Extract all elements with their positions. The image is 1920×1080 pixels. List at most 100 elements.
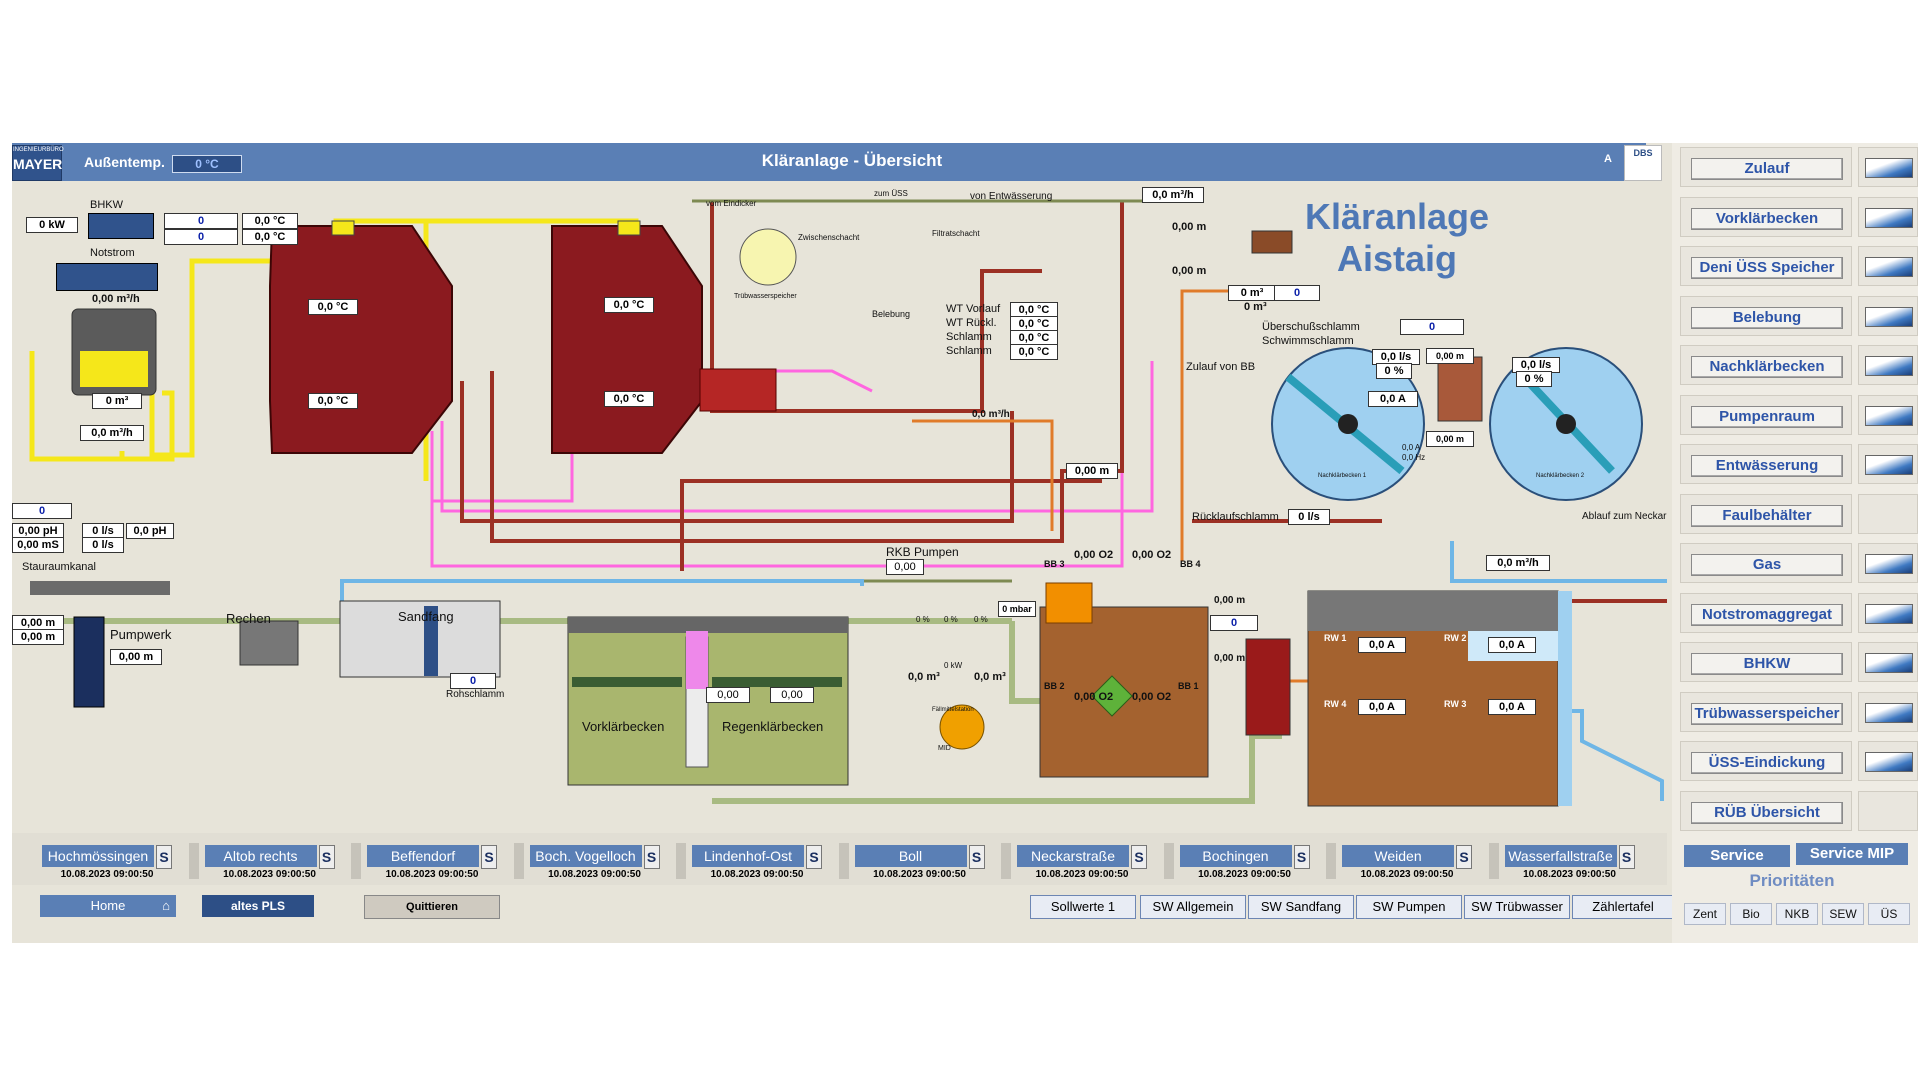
nav-button-1[interactable]: Vorklärbecken — [1680, 196, 1852, 237]
label-sandfang: Sandfang — [398, 609, 454, 624]
mode-indicator: A — [1604, 153, 1612, 165]
nav-trend-icon-10[interactable] — [1858, 642, 1918, 682]
priority-button-1[interactable]: Bio — [1730, 903, 1772, 925]
station-status-button[interactable]: S — [1618, 845, 1635, 869]
setpoint-button-2[interactable]: SW Sandfang — [1248, 895, 1354, 919]
zulauf-value: 0 — [12, 503, 72, 519]
nk1-percent: 0 % — [1376, 363, 1412, 379]
station-name[interactable]: Boll — [854, 845, 967, 867]
priority-button-2[interactable]: NKB — [1776, 903, 1818, 925]
nav-trend-icon-9[interactable] — [1858, 592, 1918, 633]
altes-pls-button[interactable]: altes PLS — [202, 895, 314, 917]
label-bb2: BB 2 — [1044, 681, 1065, 691]
nav-trend-icon-5[interactable] — [1858, 394, 1918, 435]
setpoint-button-1[interactable]: SW Allgemein — [1140, 895, 1246, 919]
nav-trend-icon-2[interactable] — [1858, 246, 1918, 286]
service-mip-button[interactable]: Service MIP — [1796, 843, 1908, 865]
label-mid: MID — [938, 745, 951, 752]
nav-trend-icon-4[interactable] — [1858, 345, 1918, 385]
nav-button-0[interactable]: Zulauf — [1680, 147, 1852, 187]
setpoint-button-5[interactable]: Zählertafel — [1572, 895, 1674, 919]
station-timestamp: 10.08.2023 09:00:50 — [1198, 869, 1291, 880]
nav-button-2[interactable]: Deni ÜSS Speicher — [1680, 246, 1852, 286]
station-name[interactable]: Weiden — [1342, 845, 1454, 867]
pressure-mbar: 0 mbar — [998, 601, 1036, 617]
service-button[interactable]: Service — [1684, 845, 1790, 867]
stau-level-1: 0,00 m — [12, 615, 64, 631]
conductivity: 0,00 mS — [12, 537, 64, 553]
nav-button-11[interactable]: Trübwasserspeicher — [1680, 691, 1852, 732]
station-name[interactable]: Wasserfallstraße — [1504, 845, 1617, 867]
nav-trend-icon-11[interactable] — [1858, 691, 1918, 732]
label-rkb-pumpen: RKB Pumpen — [886, 545, 959, 559]
nav-button-6[interactable]: Entwässerung — [1680, 444, 1852, 484]
nav-trend-icon-3[interactable] — [1858, 295, 1918, 336]
station-name[interactable]: Altob rechts — [204, 845, 317, 867]
nav-trend-icon-0[interactable] — [1858, 147, 1918, 187]
station-name[interactable]: Neckarstraße — [1017, 845, 1129, 867]
rw2-current: 0,0 A — [1488, 637, 1536, 653]
nav-button-10[interactable]: BHKW — [1680, 642, 1852, 682]
bb-value: 0 — [1210, 615, 1258, 631]
nav-button-13[interactable]: RÜB Übersicht — [1680, 790, 1852, 831]
priority-button-3[interactable]: SEW — [1822, 903, 1864, 925]
priority-button-4[interactable]: ÜS — [1868, 903, 1910, 925]
scada-window: INGENIEURBÜRO MAYER Außentemp. 0 °C Klär… — [12, 143, 1918, 943]
priority-button-0[interactable]: Zent — [1684, 903, 1726, 925]
station-status-button[interactable]: S — [968, 845, 985, 869]
bhkw-unit[interactable] — [88, 213, 154, 239]
nav-trend-icon-12[interactable] — [1858, 741, 1918, 781]
station-status-button[interactable]: S — [318, 845, 335, 869]
nav-button-4[interactable]: Nachklärbecken — [1680, 345, 1852, 385]
nav-trend-icon-8[interactable] — [1858, 543, 1918, 583]
station-name[interactable]: Hochmössingen — [42, 845, 154, 867]
setpoint-button-4[interactable]: SW Trübwasser — [1464, 895, 1570, 919]
station-status-button[interactable]: S — [156, 845, 172, 869]
dbs-badge-text: DBS — [1633, 148, 1653, 158]
station-name[interactable]: Boch. Vogelloch — [529, 845, 642, 867]
station-status-button[interactable]: S — [481, 845, 497, 869]
station-timestamp: 10.08.2023 09:00:50 — [1035, 869, 1129, 880]
label-filtratschacht: Filtratschacht — [932, 229, 980, 238]
station-status-button[interactable]: S — [643, 845, 660, 869]
station-name[interactable]: Bochingen — [1179, 845, 1292, 867]
entw-flow: 0,0 m³/h — [1142, 187, 1204, 203]
dbs-badge[interactable]: DBS — [1624, 145, 1662, 181]
nav-button-8[interactable]: Gas — [1680, 543, 1852, 583]
nav-button-3[interactable]: Belebung — [1680, 295, 1852, 336]
notstrom-unit[interactable] — [56, 263, 158, 291]
station-status-button[interactable]: S — [1131, 845, 1147, 869]
nav-button-12[interactable]: ÜSS-Eindickung — [1680, 741, 1852, 781]
station-name[interactable]: Lindenhof-Ost — [692, 845, 804, 867]
notstrom-flow: 0,00 m³/h — [92, 293, 140, 305]
quittieren-button[interactable]: Quittieren — [364, 895, 500, 919]
pump-level: 0,00 m — [1066, 463, 1118, 479]
logo-line1: INGENIEURBÜRO — [13, 147, 64, 153]
nav-button-5[interactable]: Pumpenraum — [1680, 394, 1852, 435]
home-button[interactable]: Home ⌂ — [40, 895, 176, 917]
station-status-button[interactable]: S — [806, 845, 822, 869]
nav-trend-icon-1[interactable] — [1858, 196, 1918, 237]
setpoint-button-0[interactable]: Sollwerte 1 — [1030, 895, 1136, 919]
bhkw-temp2: 0,0 °C — [242, 229, 298, 245]
station-status-button[interactable]: S — [1456, 845, 1472, 869]
nav-button-9[interactable]: Notstromaggregat — [1680, 592, 1852, 633]
station-status-button[interactable]: S — [1293, 845, 1310, 869]
nav-trend-icon-6[interactable] — [1858, 444, 1918, 484]
label-wt-rueckl: WT Rückl. — [946, 317, 997, 329]
station-name[interactable]: Beffendorf — [367, 845, 479, 867]
bhkw-temp1: 0,0 °C — [242, 213, 298, 229]
setpoint-button-3[interactable]: SW Pumpen — [1356, 895, 1462, 919]
nav-button-7[interactable]: Faulbehälter — [1680, 493, 1852, 534]
